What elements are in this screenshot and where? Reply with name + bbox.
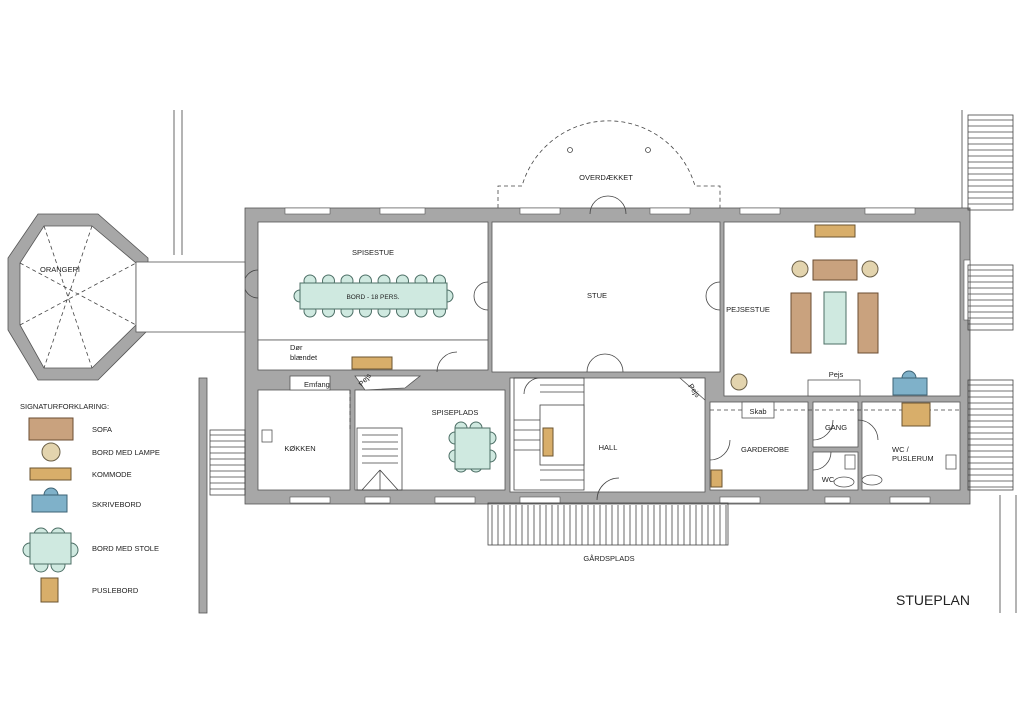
lamp-table: [730, 373, 748, 391]
skab-label: Skab: [749, 407, 766, 416]
furniture: BORD - 18 PERS.: [293, 224, 931, 488]
desk: [892, 377, 928, 396]
legend-label-dresser: KOMMODE: [92, 470, 132, 479]
sofa: [812, 259, 858, 281]
coffee-table: [823, 291, 847, 345]
door-blind-label-1: Dør: [290, 343, 303, 352]
legend-label-changing-table: PUSLEBORD: [92, 586, 139, 595]
covered-terrace: OVERDÆKKET: [497, 120, 721, 208]
changing-table: [901, 402, 931, 427]
dining-table-18: BORD - 18 PERS.: [293, 274, 454, 318]
lamp-table: [791, 260, 809, 278]
room-hall: [509, 377, 706, 493]
legend-table-symbol: [22, 527, 79, 573]
site-lines: [173, 110, 1017, 614]
door-blind-label-2: blændet: [290, 353, 318, 362]
legend-dresser-symbol: [29, 467, 72, 481]
table-18-label: BORD - 18 PERS.: [346, 294, 399, 301]
sofa: [857, 292, 879, 354]
room-label-pejsestue: PEJSESTUE: [726, 305, 770, 314]
orangeri: ORANGERI: [7, 213, 246, 381]
room-label-garderobe: GARDEROBE: [741, 445, 789, 454]
sofa: [790, 292, 812, 354]
legend: SIGNATURFORKLARING: SOFA BORD MED LAMPE …: [20, 402, 160, 603]
room-label-spisestue: SPISESTUE: [352, 248, 394, 257]
legend-label-lamp: BORD MED LAMPE: [92, 448, 160, 457]
lamp-table: [861, 260, 879, 278]
legend-label-table: BORD MED STOLE: [92, 544, 159, 553]
legend-lamp-symbol: [41, 442, 61, 462]
room-koekken: [257, 389, 351, 491]
main-building: [243, 195, 971, 505]
room-spisestue: [257, 221, 489, 341]
changing-table: [710, 469, 723, 488]
legend-changing-table-symbol: [40, 577, 59, 603]
room-label-stue: STUE: [587, 291, 607, 300]
room-label-koekken: KØKKEN: [284, 444, 315, 453]
room-label-orangeri: ORANGERI: [40, 265, 80, 274]
dresser: [351, 356, 393, 370]
room-label-wc: WC: [822, 475, 835, 484]
room-label-gaardsplads: GÅRDSPLADS: [583, 554, 634, 563]
room-label-wc-puslerum-1: WC /: [892, 445, 910, 454]
legend-label-sofa: SOFA: [92, 425, 112, 434]
staircase: [356, 377, 585, 491]
legend-heading: SIGNATURFORKLARING:: [20, 402, 109, 411]
room-label-overdaekket: OVERDÆKKET: [579, 173, 633, 182]
plan-title: STUEPLAN: [896, 592, 970, 608]
legend-desk-symbol: [31, 494, 68, 513]
dresser: [814, 224, 856, 238]
room-stue: [491, 221, 721, 373]
pejs-living-label: Pejs: [829, 370, 844, 379]
room-label-wc-puslerum-2: PUSLERUM: [892, 454, 934, 463]
room-gang: [812, 401, 859, 448]
emfang-label: Emfang: [304, 380, 330, 389]
room-label-hall: HALL: [599, 443, 618, 452]
legend-label-desk: SKRIVEBORD: [92, 500, 142, 509]
dining-table-6: [448, 421, 497, 473]
room-label-spiseplads: SPISEPLADS: [432, 408, 479, 417]
room-label-gang: GANG: [825, 423, 847, 432]
legend-sofa-symbol: [28, 417, 74, 441]
exterior-stairs: [209, 114, 1014, 546]
